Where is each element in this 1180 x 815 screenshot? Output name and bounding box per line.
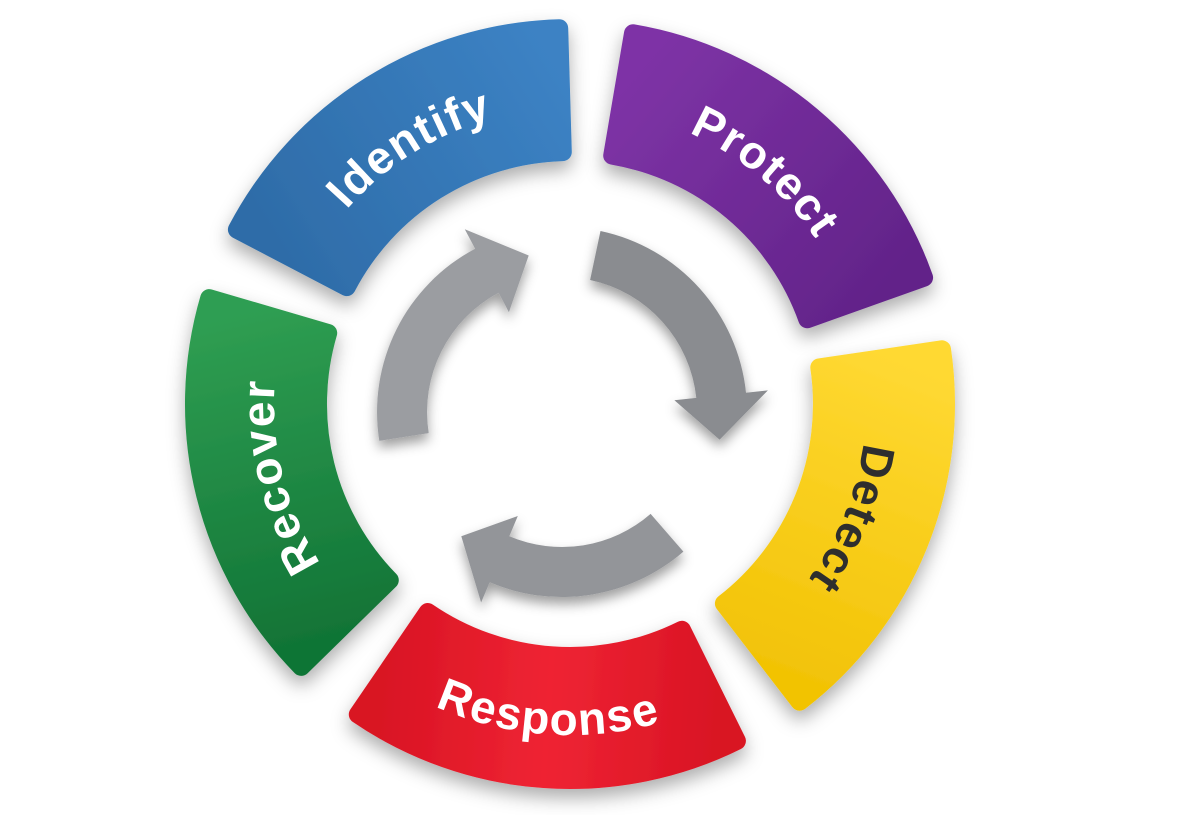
segment-recover <box>185 289 399 676</box>
segment-response <box>348 603 746 789</box>
segment-protect <box>603 24 934 329</box>
segment-detect <box>714 340 955 711</box>
cycle-arrow-upper-right <box>590 231 768 440</box>
segment-identify <box>227 19 572 297</box>
cycle-arrow-bottom <box>461 513 684 603</box>
cycle-arrow-upper-left <box>377 229 529 441</box>
